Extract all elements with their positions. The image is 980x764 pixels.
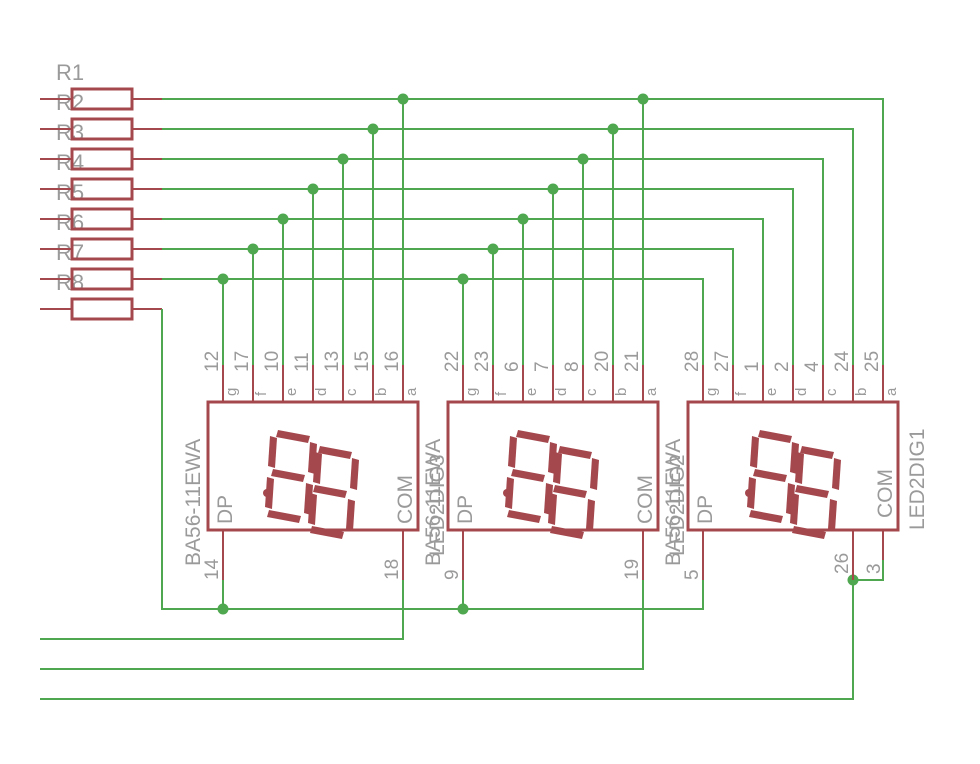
display-led2dig3[interactable]: 12 17 10 11 13 15 16 g f e d c b a DP CO… bbox=[182, 351, 449, 580]
resistor-body[interactable] bbox=[70, 117, 134, 141]
com-label: COM bbox=[874, 469, 897, 518]
segment-label: b bbox=[853, 388, 870, 396]
pin-number: 12 bbox=[202, 351, 223, 372]
pin-number: 23 bbox=[472, 351, 493, 372]
seven-segment-digit bbox=[263, 430, 359, 539]
dp-label: DP bbox=[694, 495, 717, 524]
pin-number: 16 bbox=[382, 351, 403, 372]
part-value: LED2DIG1 bbox=[906, 428, 929, 530]
net-junctions bbox=[217, 93, 859, 615]
resistor-body[interactable] bbox=[70, 207, 134, 231]
pin-number: 1 bbox=[742, 361, 763, 372]
segment-label: f bbox=[493, 391, 510, 396]
segment-label: c bbox=[583, 388, 600, 396]
segment-label: f bbox=[253, 391, 270, 396]
pin-number: 9 bbox=[442, 569, 463, 580]
segment-label: g bbox=[463, 388, 480, 396]
segment-label: a bbox=[643, 387, 660, 396]
pin-number: 5 bbox=[682, 569, 703, 580]
pin-number: 26 bbox=[832, 553, 853, 574]
resistor-label: R3 bbox=[56, 120, 84, 145]
resistor-body[interactable] bbox=[70, 147, 134, 171]
pin-number: 24 bbox=[832, 350, 853, 372]
segment-label: b bbox=[373, 388, 390, 396]
resistor-body[interactable] bbox=[70, 237, 134, 261]
segment-label: d bbox=[313, 388, 330, 396]
pin-number: 22 bbox=[442, 351, 463, 372]
resistor-label: R2 bbox=[56, 90, 84, 115]
segment-label: e bbox=[283, 388, 300, 396]
seven-segment-digit bbox=[503, 430, 599, 539]
segment-label: d bbox=[553, 388, 570, 396]
resistor-body[interactable] bbox=[70, 87, 134, 111]
segment-label: e bbox=[523, 388, 540, 396]
segment-label: c bbox=[343, 388, 360, 396]
resistor-label: R7 bbox=[56, 240, 84, 265]
pin-number: 14 bbox=[202, 558, 223, 580]
pin-number: 25 bbox=[862, 351, 883, 372]
part-name: BA56-11EWA bbox=[662, 439, 685, 566]
display-led2dig2[interactable]: 22 23 6 7 8 20 21 g f e d c b a DP COM 9… bbox=[422, 351, 689, 580]
segment-label: a bbox=[883, 387, 900, 396]
pin-number: 13 bbox=[322, 351, 343, 372]
part-name: BA56-11EWA bbox=[422, 439, 445, 566]
pin-number: 8 bbox=[562, 361, 583, 372]
pin-number: 17 bbox=[232, 351, 253, 372]
pin-number: 20 bbox=[592, 351, 613, 372]
segment-label: e bbox=[763, 388, 780, 396]
part-name: BA56-11EWA bbox=[182, 439, 205, 566]
part-value: LED2DIG3 bbox=[426, 454, 449, 556]
segment-label: a bbox=[403, 387, 420, 396]
pin-number: 15 bbox=[352, 351, 373, 372]
net-wires bbox=[40, 98, 884, 700]
pin-number: 11 bbox=[292, 352, 313, 372]
pin-number: 19 bbox=[622, 559, 643, 580]
resistor-body[interactable] bbox=[70, 177, 134, 201]
resistor-label: R8 bbox=[56, 270, 84, 295]
pin-number: 28 bbox=[682, 351, 703, 372]
pin-number: 3 bbox=[864, 563, 885, 574]
resistor-body[interactable] bbox=[70, 267, 134, 291]
pin-number: 4 bbox=[802, 361, 823, 372]
resistor-label: R1 bbox=[56, 60, 84, 85]
dp-label: DP bbox=[214, 495, 237, 524]
segment-label: c bbox=[823, 388, 840, 396]
segment-label: g bbox=[223, 388, 240, 396]
pin-number: 18 bbox=[382, 559, 403, 580]
seven-segment-digit bbox=[745, 430, 841, 539]
resistor-label: R5 bbox=[56, 180, 84, 205]
segment-label: f bbox=[733, 391, 750, 396]
resistor-label: R6 bbox=[56, 210, 84, 235]
com-label: COM bbox=[634, 475, 657, 524]
resistor-label: R4 bbox=[56, 150, 84, 175]
dp-label: DP bbox=[454, 495, 477, 524]
resistor-bank: R1 R2 R3 R4 R5 R6 R7 R8 bbox=[40, 60, 162, 321]
pin-number: 27 bbox=[712, 351, 733, 372]
segment-label: b bbox=[613, 388, 630, 396]
segment-label: g bbox=[703, 388, 720, 396]
part-value: LED2DIG2 bbox=[666, 454, 689, 556]
resistor-body[interactable] bbox=[70, 297, 134, 321]
pin-number: 2 bbox=[772, 361, 793, 372]
segment-label: d bbox=[793, 388, 810, 396]
pin-number: 7 bbox=[532, 361, 553, 372]
display-led2dig1[interactable]: 28 27 1 2 4 24 25 g f e d c b a DP COM 5… bbox=[662, 350, 929, 580]
com-label: COM bbox=[394, 475, 417, 524]
pin-number: 6 bbox=[502, 361, 523, 372]
pin-number: 21 bbox=[622, 351, 643, 372]
pin-number: 10 bbox=[262, 351, 283, 372]
